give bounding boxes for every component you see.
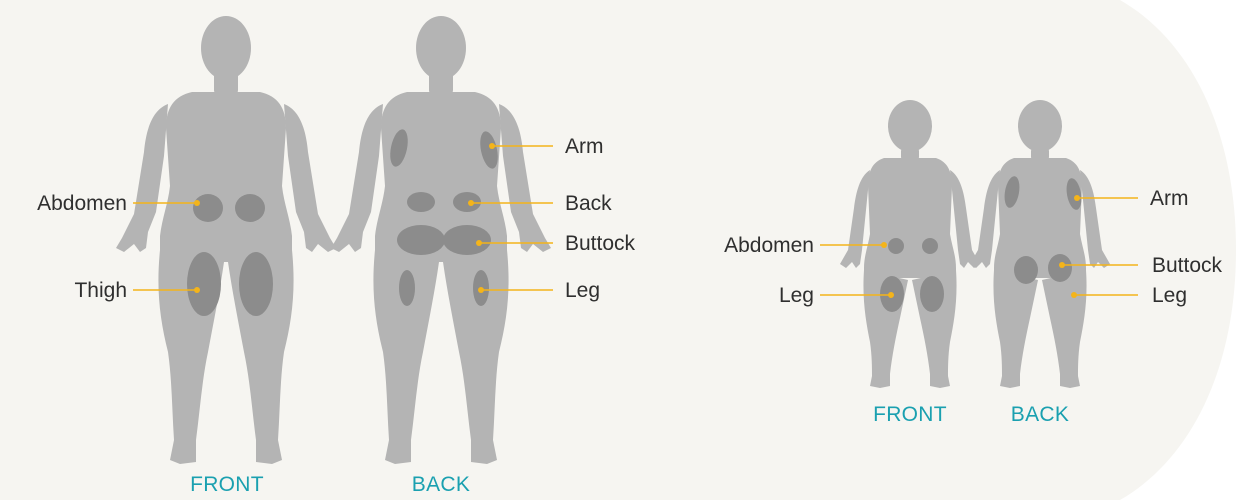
child-abdomen-marker <box>881 242 887 248</box>
child-back-buttock-zone-left <box>1014 256 1038 284</box>
child-buttock-marker <box>1059 262 1065 268</box>
adult-thigh-marker <box>194 287 200 293</box>
child-front-abdomen-zone <box>888 238 904 254</box>
adult-arm-marker <box>489 143 495 149</box>
child-leg-label: Leg <box>779 284 814 307</box>
adult-front-view-label: FRONT <box>190 473 264 496</box>
child-back-leg-marker <box>1071 292 1077 298</box>
adult-buttock-label: Buttock <box>565 232 636 255</box>
adult-back-marker <box>468 200 474 206</box>
adult-front-thigh-zone-right <box>239 252 273 316</box>
adult-back-view-label: BACK <box>412 473 470 496</box>
adult-abdomen-label: Abdomen <box>37 192 127 215</box>
child-arm-label: Arm <box>1150 187 1189 210</box>
adult-buttock-marker <box>476 240 482 246</box>
child-front-abdomen-zone-right <box>922 238 938 254</box>
child-back-leg-label: Leg <box>1152 284 1187 307</box>
adult-back-label: Back <box>565 192 612 215</box>
adult-back-back-zone <box>453 192 481 212</box>
child-leg-marker <box>888 292 894 298</box>
child-arm-marker <box>1074 195 1080 201</box>
adult-abdomen-marker <box>194 200 200 206</box>
adult-front-thigh-zone <box>187 252 221 316</box>
child-back-buttock-zone <box>1048 254 1072 282</box>
adult-back-buttock-zone <box>443 225 491 255</box>
adult-arm-label: Arm <box>565 135 604 158</box>
child-back-view-label: BACK <box>1011 403 1069 426</box>
adult-back-leg-zone-left <box>399 270 415 306</box>
adult-thigh-label: Thigh <box>74 279 127 302</box>
adult-back-back-zone-left <box>407 192 435 212</box>
child-abdomen-label: Abdomen <box>724 234 814 257</box>
adult-leg-label: Leg <box>565 279 600 302</box>
adult-front-abdomen-zone <box>193 194 223 222</box>
child-front-view-label: FRONT <box>873 403 947 426</box>
child-front-leg-zone-right <box>920 276 944 312</box>
adult-back-buttock-zone-left <box>397 225 445 255</box>
adult-front-abdomen-zone-right <box>235 194 265 222</box>
child-buttock-label: Buttock <box>1152 254 1223 277</box>
adult-leg-marker <box>478 287 484 293</box>
